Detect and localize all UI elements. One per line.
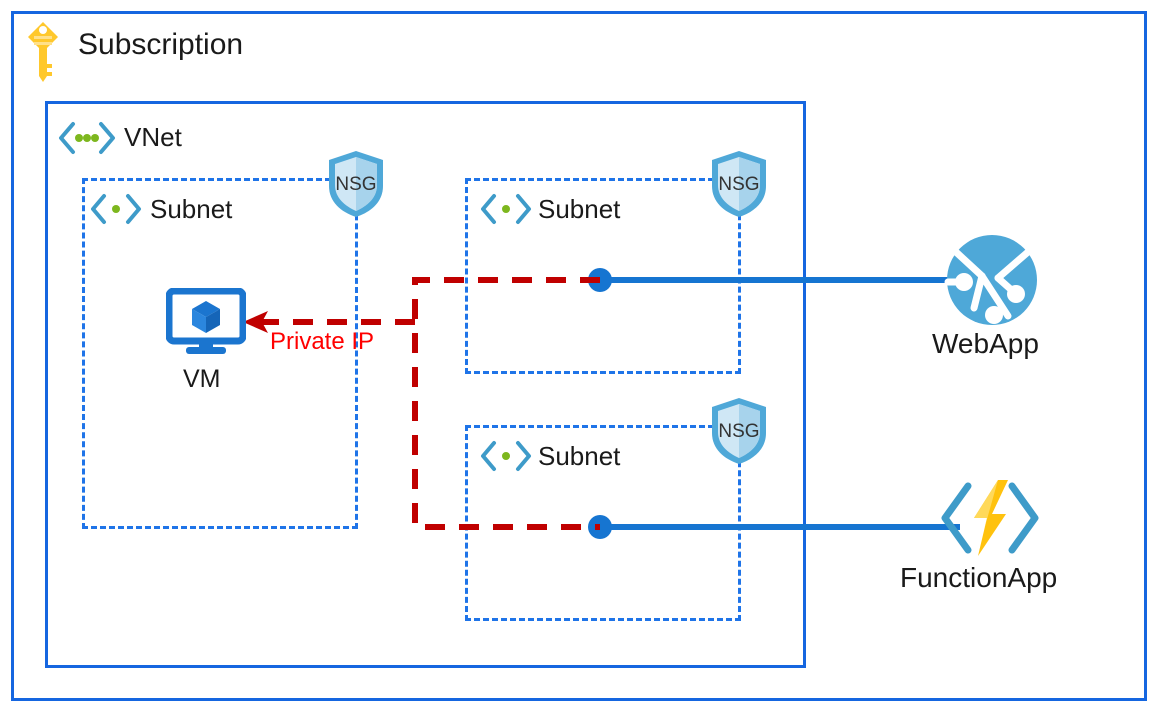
shield-icon-nsg-1: NSG bbox=[327, 150, 385, 218]
nsg-shield-text-2: NSG bbox=[718, 174, 759, 195]
subnet-label-3: Subnet bbox=[538, 441, 621, 471]
virtual-machine-icon bbox=[165, 287, 247, 356]
vnet-icon bbox=[58, 120, 116, 156]
subnet-icon-2 bbox=[480, 193, 532, 225]
subscription-boundary bbox=[11, 11, 1147, 701]
subnet-boundary-2 bbox=[465, 178, 741, 374]
functionapp-label: FunctionApp bbox=[900, 562, 1058, 593]
webapp-label: WebApp bbox=[932, 328, 1039, 359]
key-icon bbox=[26, 20, 66, 82]
function-app-icon bbox=[940, 478, 1040, 558]
shield-icon-nsg-3: NSG bbox=[710, 397, 768, 465]
subnet-label-2: Subnet bbox=[538, 194, 621, 224]
subnet-boundary-1 bbox=[82, 178, 358, 529]
shield-icon-nsg-2: NSG bbox=[710, 150, 768, 218]
subnet-label-1: Subnet bbox=[150, 194, 233, 224]
private-ip-label: Private IP bbox=[270, 328, 375, 355]
nsg-shield-text-1: NSG bbox=[335, 174, 376, 195]
nsg-shield-text-3: NSG bbox=[718, 421, 759, 442]
web-app-globe-icon bbox=[942, 232, 1042, 328]
subnet-icon-3 bbox=[480, 440, 532, 472]
subscription-label: Subscription bbox=[78, 28, 244, 61]
subnet-icon-1 bbox=[90, 193, 142, 225]
vnet-boundary bbox=[45, 101, 806, 668]
vm-label: VM bbox=[183, 365, 221, 393]
vnet-label: VNet bbox=[124, 122, 182, 152]
